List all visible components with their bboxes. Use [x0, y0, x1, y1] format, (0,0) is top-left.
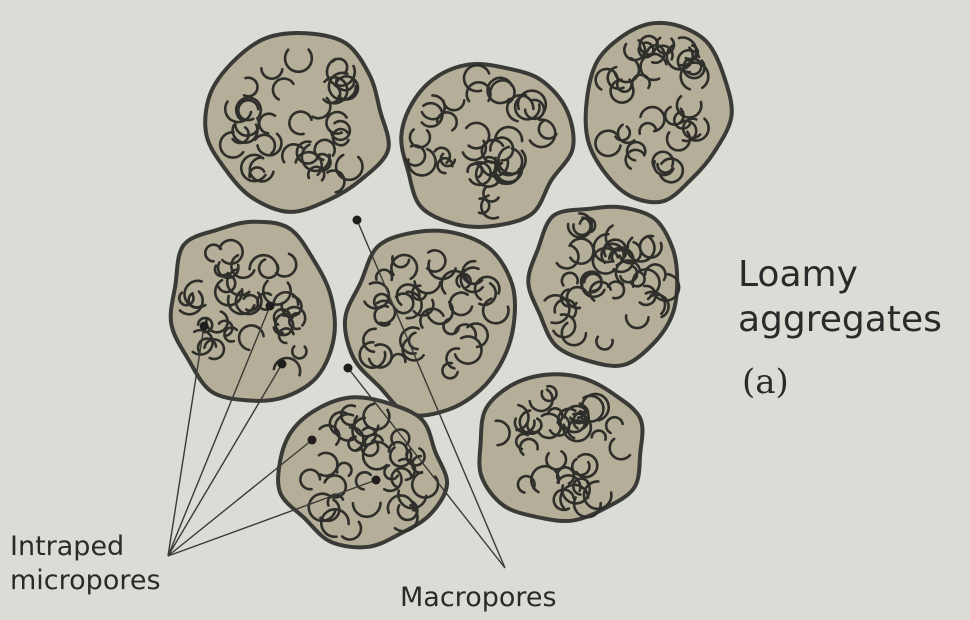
leader-line-1 — [168, 326, 204, 556]
aggregate-2 — [395, 59, 578, 233]
aggregate-4 — [156, 210, 347, 415]
pore-marker-1 — [200, 322, 209, 331]
aggregate-8 — [475, 369, 646, 526]
panel-label: (a) — [742, 362, 789, 402]
pore-marker-3 — [278, 360, 287, 369]
title-label: Loamy aggregates — [738, 252, 942, 342]
intraped-line-2: micropores — [10, 564, 161, 598]
pore-marker-5 — [372, 476, 381, 485]
aggregate-6 — [528, 207, 679, 366]
aggregate-1 — [194, 22, 397, 223]
pore-marker-7 — [344, 364, 353, 373]
pore-marker-2 — [266, 302, 275, 311]
aggregate-3 — [577, 16, 740, 210]
intraped-line-1: Intraped — [10, 530, 161, 564]
title-line-2: aggregates — [738, 297, 942, 342]
pore-marker-4 — [308, 436, 317, 445]
title-line-1: Loamy — [738, 252, 942, 297]
aggregate-outline — [528, 207, 677, 366]
macropores-label: Macropores — [400, 582, 557, 613]
aggregates-group — [156, 16, 740, 559]
aggregate-outline — [194, 22, 397, 223]
intraped-micropores-label: Intraped micropores — [10, 530, 161, 598]
pore-marker-6 — [353, 216, 362, 225]
